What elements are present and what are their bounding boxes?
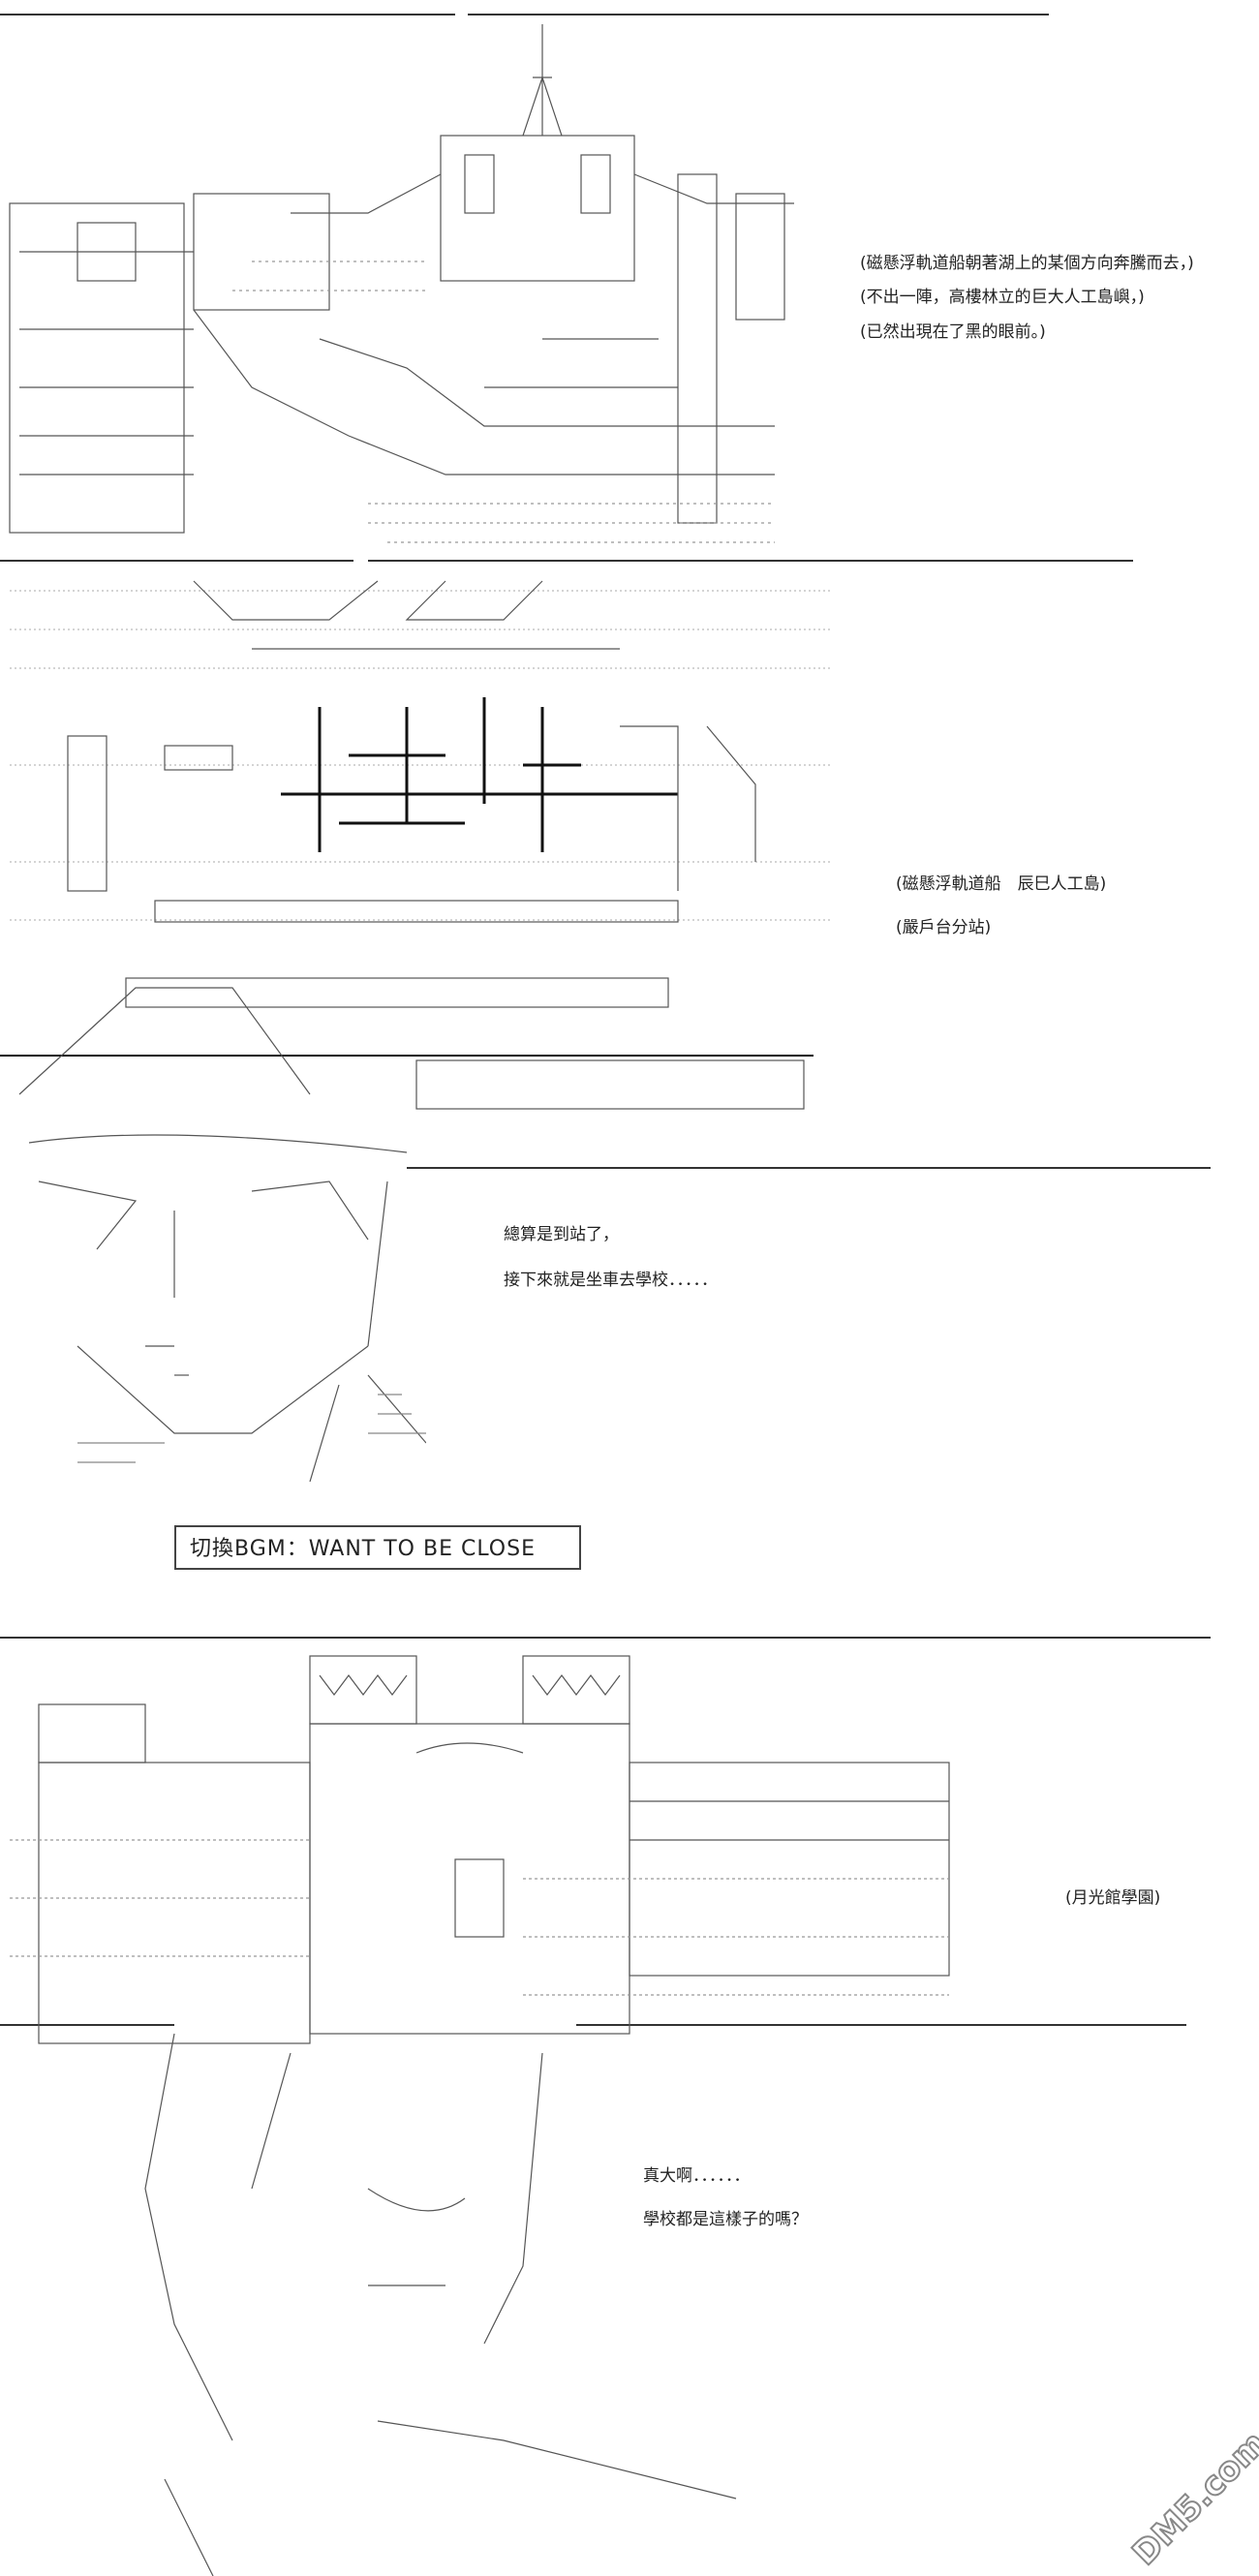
narration-line: (已然出現在了黑的眼前。) <box>860 322 1046 342</box>
divider <box>407 1167 1211 1169</box>
dialogue-line: 真大啊．．．．．． <box>643 2166 751 2186</box>
station-ascii-art <box>0 571 833 1114</box>
dialogue-line: 總算是到站了， <box>504 1225 619 1244</box>
divider <box>468 14 1049 15</box>
divider <box>0 1637 1211 1639</box>
location-caption: (磁懸浮軌道船 辰巳人工島) <box>896 874 1107 894</box>
school-ascii-art <box>0 1646 968 2576</box>
location-caption: (嚴戶台分站) <box>896 918 992 937</box>
watermark-logo: DM5.com <box>1124 2423 1259 2574</box>
character-ascii-art <box>19 1123 426 1482</box>
bgm-switch-box: 切換BGM：WANT TO BE CLOSE <box>174 1525 581 1570</box>
dialogue-line: 學校都是這樣子的嗎？ <box>643 2210 808 2229</box>
divider <box>0 560 353 562</box>
divider <box>368 560 1133 562</box>
location-caption: (月光館學園) <box>1065 1888 1161 1908</box>
dialogue-line: 接下來就是坐車去學校．．．．． <box>504 1271 718 1290</box>
narration-line: (不出一陣，高樓林立的巨大人工島嶼，) <box>860 288 1145 307</box>
divider <box>0 2024 174 2026</box>
divider <box>0 14 455 15</box>
divider <box>576 2024 1186 2026</box>
city-skyline-ascii-art <box>0 19 794 562</box>
narration-line: (磁懸浮軌道船朝著湖上的某個方向奔騰而去，) <box>860 254 1194 273</box>
